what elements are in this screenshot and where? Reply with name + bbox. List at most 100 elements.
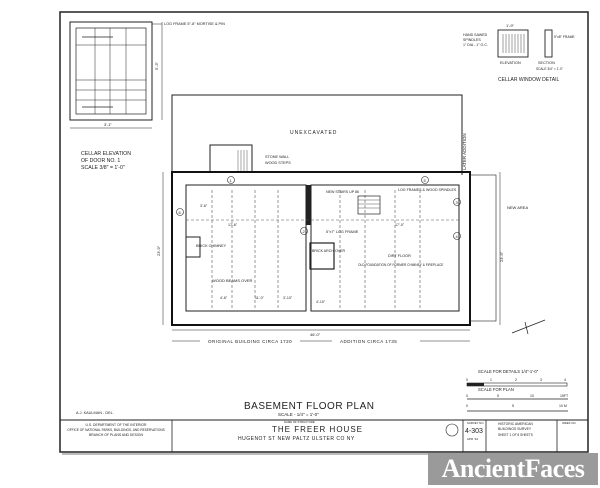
drawing-line [171, 94, 463, 175]
drawing-label: APR '34 [467, 437, 478, 441]
drawing-label: 5 [424, 178, 427, 183]
drawing-line [300, 227, 308, 235]
drawing-label: HUGENOT ST NEW PALTZ ULSTER CO NY [238, 436, 355, 442]
cellar-window-detail: 1'-9" HAND SAWED SPINDLES 1" DIA - 1" O.… [463, 23, 575, 83]
drawing-label: ELEVATION [500, 61, 521, 65]
drawing-label: SECTION [538, 61, 555, 65]
drawing-label: UNEXCAVATED [290, 130, 337, 136]
drawing-title: BASEMENT FLOOR PLAN [244, 401, 374, 412]
drawing-label: 3 [456, 200, 459, 205]
drawing-label: 11'-0" [255, 296, 265, 300]
drawing-label: LOG FRAMES & WOOD SPINDLES [398, 188, 457, 192]
door-elevation: 5'-3" 3'-1" LOG FRAME 5"-8" MORTISE & PI… [69, 21, 225, 171]
drawing-label: 23'-9" [156, 245, 161, 256]
drawing-label: 5 [497, 394, 499, 398]
drawing-line [469, 174, 497, 322]
sheet-border [59, 11, 589, 453]
drawing-label: 6 [179, 210, 182, 215]
drawing-label: 23'-9" [499, 251, 504, 262]
drawing-label: 0 [466, 394, 468, 398]
graphic-scales: SCALE FOR DETAILS 1/4"-1'-0" 0 1 2 3 4 S… [466, 369, 569, 412]
drawing-label: 1" DIA - 1" O.C. [463, 43, 488, 47]
drawing-label: STONE WALL [265, 155, 289, 159]
drawing-label: LOG FRAME 5"-8" MORTISE & PIN [164, 22, 225, 26]
drawing-line [524, 321, 529, 335]
basement-floor-plan: UNEXCAVATED LATER ADDITION STONE WALL WO… [156, 94, 546, 344]
drawing-line [497, 29, 529, 58]
drawing-label: 17'-0" [395, 223, 405, 227]
drawing-line [237, 150, 248, 172]
drawing-label: SCALE 3/8" = 1'-0" [81, 165, 125, 171]
drawing-label: 10 [530, 394, 534, 398]
north-arrow-icon [511, 319, 546, 334]
drawing-label: NEW AREA [507, 205, 528, 210]
drawing-label: 3 [540, 378, 542, 382]
drawing-label: NEW STAIRS UP 86 [326, 190, 359, 194]
drawing-label: 15FT [560, 394, 569, 398]
drawing-scale: SCALE - 1/4" = 1'-0" [278, 412, 319, 417]
drawing-line [209, 144, 253, 173]
drawing-label: OLD FOUNDATION OF FORMER CHIMNEY & FIREP… [358, 263, 443, 267]
drawing-label: 17'-6" [228, 223, 238, 227]
drawing-label: BUILDINGS SURVEY [498, 427, 532, 431]
drawing-label: A.J. KAULMAN - DEL. [76, 411, 114, 415]
drawing-label: OF DOOR NO. 1 [81, 158, 120, 164]
interior-seal-icon [445, 423, 459, 437]
drawing-label: 1'-9" [506, 23, 515, 28]
watermark-logo: AncientFaces [428, 453, 598, 485]
drawing-label: 3'-1" [104, 122, 113, 127]
drawing-label: SPINDLES [463, 38, 481, 42]
drawing-label: SHEET 1 OF 8 SHEETS [498, 433, 533, 437]
drawing-label: 3'-6" [200, 204, 208, 208]
drawing-label: 5 [512, 404, 514, 408]
drawing-line [309, 242, 335, 270]
drawing-label: OFFICE OF NATIONAL PARKS, BUILDINGS, AND… [67, 428, 165, 432]
drawing-label: 4'-6" [220, 296, 228, 300]
drawing-line [502, 34, 525, 53]
drawing-line [357, 195, 381, 215]
drawing-label: U.S. DEPARTMENT OF THE INTERIOR [86, 423, 148, 427]
drawing-line [421, 176, 429, 184]
drawing-line [227, 176, 235, 184]
drawing-label: CELLAR ELEVATION [81, 151, 131, 157]
drawing-label: BRANCH OF PLANS AND DESIGN [89, 433, 143, 437]
drawing-label: BRICK CHIMNEY [196, 244, 227, 248]
drawing-line [185, 236, 201, 258]
drawing-line [69, 21, 153, 121]
drawing-label: ORIGINAL BUILDING CIRCA 1720 [208, 339, 292, 344]
drawing-label: HAND SAWED [463, 33, 488, 37]
drawing-label: THE FREER HOUSE [272, 425, 363, 434]
drawing-line [453, 198, 461, 206]
drawing-label: NAME OF STRUCTURE [284, 420, 315, 424]
drawing-line [306, 185, 311, 225]
drawing-label: 2 [515, 378, 517, 382]
drawing-line [176, 208, 184, 216]
drawing-label: HISTORIC AMERICAN [498, 422, 533, 426]
drawing-label: SCALE FOR DETAILS 1/4"-1'-0" [478, 369, 539, 374]
drawing-line [75, 27, 147, 115]
drawing-line [453, 232, 461, 240]
drawing-label: 4 [456, 234, 459, 239]
drawing-line [544, 29, 553, 58]
drawing-label: 5"x8" FRAME [554, 35, 575, 39]
drawing-label: 4'-10" [316, 300, 326, 304]
drawing-label: 3'-10" [283, 296, 293, 300]
title-block: A.J. KAULMAN - DEL. U.S. DEPARTMENT OF T… [60, 411, 588, 452]
drawing-label: WOOD BEAMS OVER [212, 278, 253, 283]
drawing-label: INDEX NO. [562, 421, 577, 425]
drawing-label: SCALE FOR PLAN [478, 387, 514, 392]
drawing-label: 4 [564, 378, 566, 382]
drawing-label: 0 [466, 404, 468, 408]
drawing-label: SURVEY NO. [467, 421, 484, 425]
drawing-label: LATER ADDITION [462, 133, 467, 170]
drawing-label: SCALE 3/4" = 1'-0" [536, 67, 563, 71]
drawing-line [467, 383, 484, 386]
drawing-label: 1 [490, 378, 492, 382]
drawing-label: 5'-3" [154, 61, 159, 70]
drawing-label: 46'-0" [310, 332, 321, 337]
drawing-line [310, 184, 460, 312]
drawing-label: 5"x7" LOG FRAME [326, 230, 359, 234]
drawing-label: 10 M [559, 404, 567, 408]
drawing-label: WOOD STEPS [265, 161, 291, 165]
